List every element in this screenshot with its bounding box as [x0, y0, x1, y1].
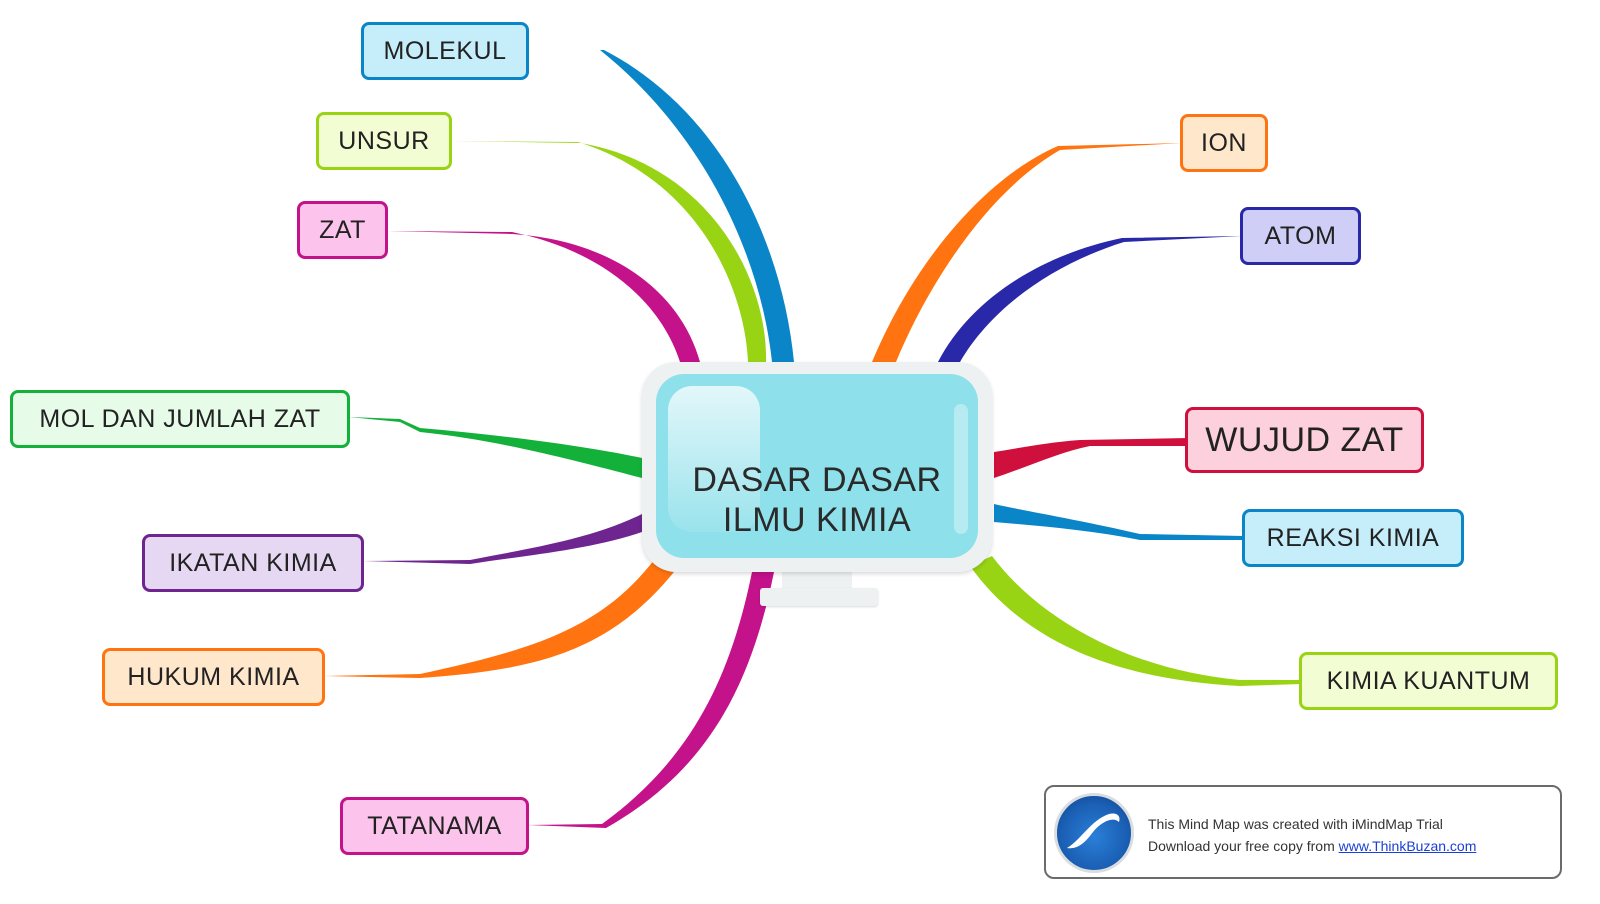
central-line-1: DASAR DASAR [692, 461, 942, 499]
node-kuantum-label: KIMIA KUANTUM [1326, 666, 1531, 695]
monitor-neck [782, 572, 852, 588]
node-molekul[interactable]: MOLEKUL [361, 22, 529, 80]
branch-tatanama [528, 572, 774, 828]
node-mol-label: MOL DAN JUMLAH ZAT [39, 404, 321, 433]
node-tatanama-label: TATANAMA [367, 811, 502, 840]
node-ikatan-kimia[interactable]: IKATAN KIMIA [142, 534, 364, 592]
branch-mol [349, 417, 642, 478]
watermark-text: This Mind Map was created with iMindMap … [1148, 813, 1476, 857]
screen-gloss [668, 386, 760, 532]
central-line-2: ILMU KIMIA [722, 501, 912, 539]
node-ion[interactable]: ION [1180, 114, 1268, 172]
central-topic[interactable]: DASAR DASAR ILMU KIMIA [642, 362, 992, 572]
node-unsur-label: UNSUR [338, 126, 430, 155]
node-hukum-kimia[interactable]: HUKUM KIMIA [102, 648, 325, 706]
screen-gloss-right [954, 404, 968, 534]
branch-zat [387, 231, 700, 362]
node-zat-label: ZAT [319, 215, 366, 244]
node-tatanama[interactable]: TATANAMA [340, 797, 529, 855]
imindmap-logo-swoosh [1067, 813, 1120, 849]
node-reaksi-kimia[interactable]: REAKSI KIMIA [1242, 509, 1464, 567]
node-atom-label: ATOM [1264, 221, 1337, 250]
watermark-line-1: This Mind Map was created with iMindMap … [1148, 816, 1443, 832]
node-reaksi-label: REAKSI KIMIA [1266, 523, 1440, 552]
node-hukum-label: HUKUM KIMIA [127, 662, 300, 691]
node-molekul-label: MOLEKUL [383, 36, 507, 65]
central-label: DASAR DASAR ILMU KIMIA [656, 460, 978, 540]
branch-kuantum [970, 556, 1302, 686]
node-unsur[interactable]: UNSUR [316, 112, 452, 170]
branch-molekul [528, 50, 794, 362]
branch-atom [938, 236, 1242, 362]
central-screen: DASAR DASAR ILMU KIMIA [656, 374, 978, 558]
imindmap-watermark: This Mind Map was created with iMindMap … [1044, 785, 1562, 879]
watermark-line-2-prefix: Download your free copy from [1148, 838, 1339, 854]
node-wujud-zat[interactable]: WUJUD ZAT [1185, 407, 1424, 473]
node-zat[interactable]: ZAT [297, 201, 388, 259]
branch-wujud [994, 438, 1188, 478]
node-ion-label: ION [1201, 128, 1247, 157]
branch-reaksi [994, 504, 1244, 540]
branch-ion [872, 143, 1182, 362]
node-atom[interactable]: ATOM [1240, 207, 1361, 265]
node-ikatan-label: IKATAN KIMIA [169, 548, 337, 577]
branch-ikatan [363, 514, 642, 564]
node-wujud-label: WUJUD ZAT [1205, 420, 1404, 459]
node-mol-dan-jumlah-zat[interactable]: MOL DAN JUMLAH ZAT [10, 390, 350, 448]
branch-hukum [324, 560, 674, 678]
watermark-line-2: Download your free copy from www.ThinkBu… [1148, 835, 1476, 857]
branch-unsur [450, 141, 767, 362]
monitor-base [760, 588, 878, 606]
node-kimia-kuantum[interactable]: KIMIA KUANTUM [1299, 652, 1558, 710]
thinkbuzan-link[interactable]: www.ThinkBuzan.com [1338, 838, 1477, 854]
imindmap-logo-icon [1054, 793, 1134, 873]
